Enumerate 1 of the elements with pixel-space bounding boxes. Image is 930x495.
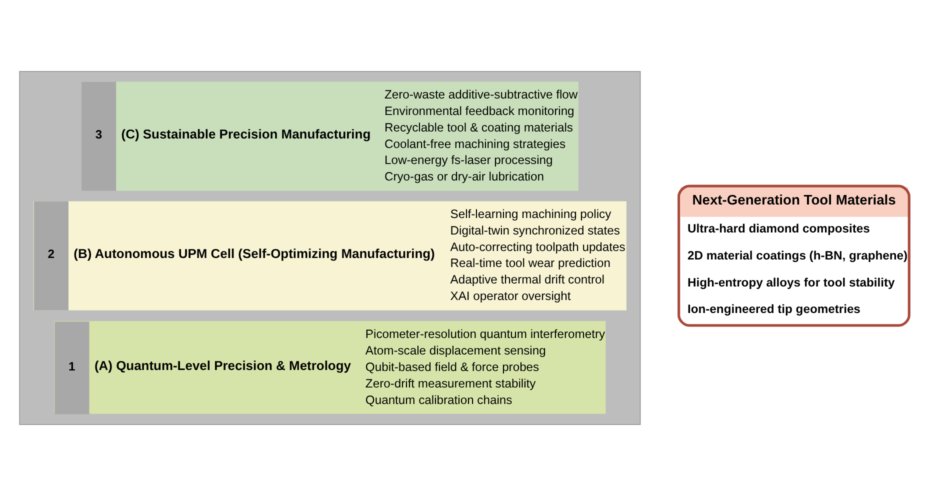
- cluster: [19, 70, 641, 425]
